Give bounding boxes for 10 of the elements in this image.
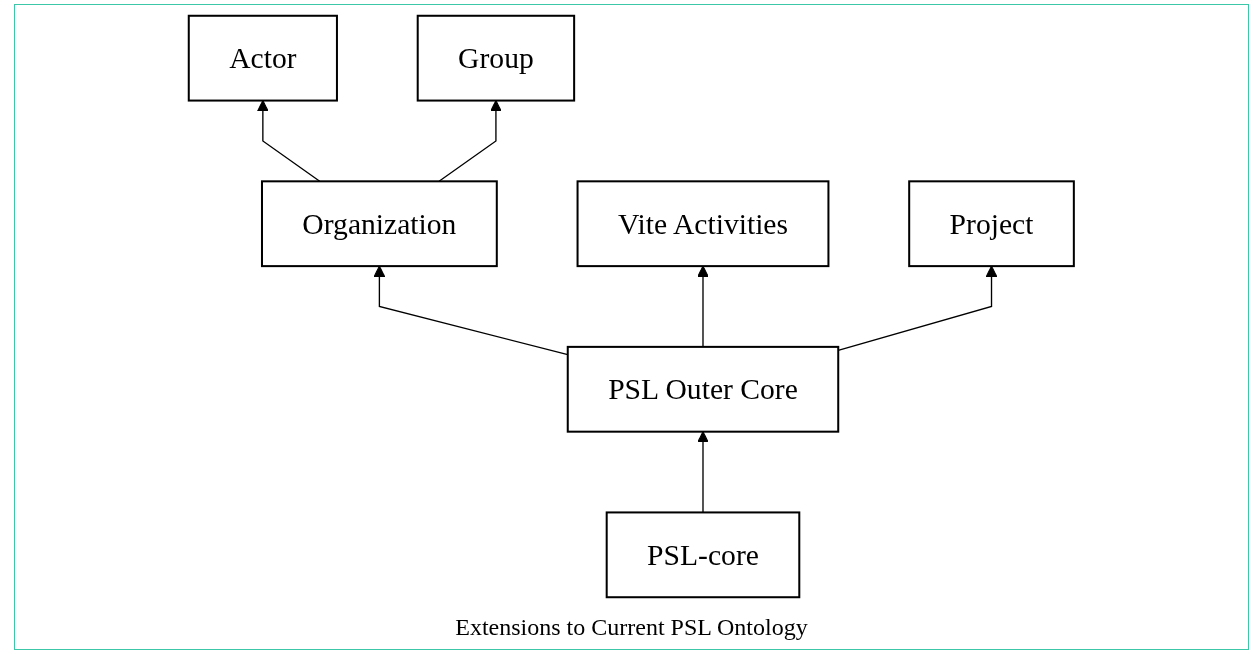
node-box: PSL-core: [605, 511, 801, 599]
node-box: Project: [908, 180, 1076, 268]
node-box: Actor: [187, 14, 339, 102]
arrow: [438, 100, 503, 182]
caption: Extensions to Current PSL Ontology: [455, 614, 808, 641]
node-box: Organization: [261, 180, 498, 268]
arrow: [257, 100, 321, 182]
node-box: Vite Activities: [576, 180, 830, 268]
node-box: Group: [416, 14, 576, 102]
node-box: PSL Outer Core: [566, 345, 840, 433]
